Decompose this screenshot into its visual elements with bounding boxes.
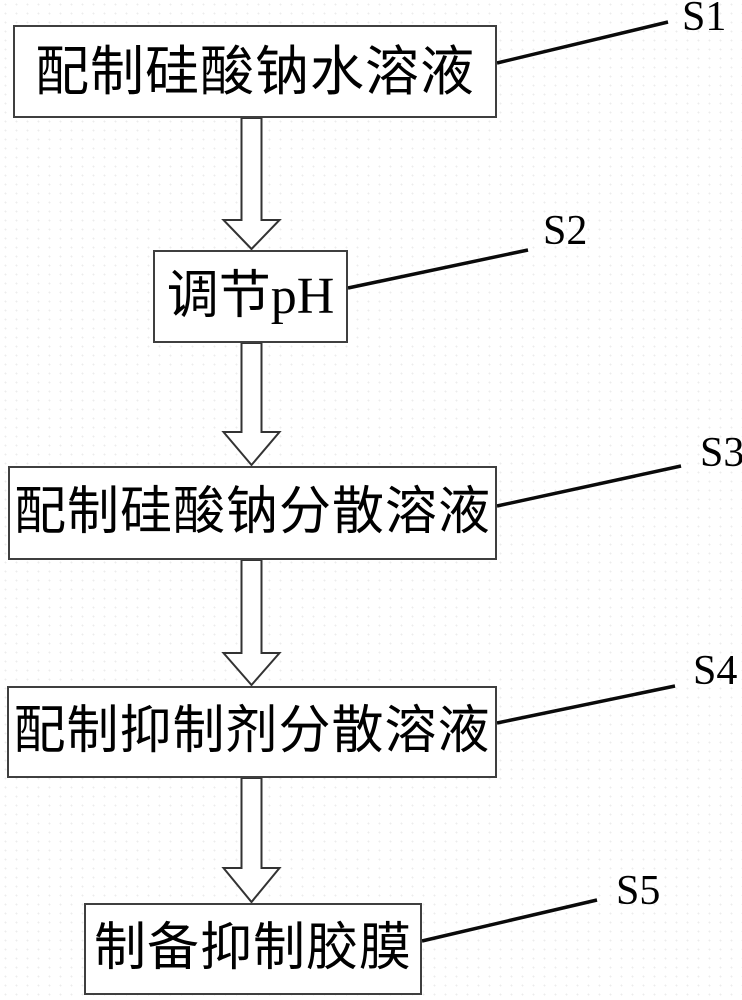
flow-arrow-s3-s4 <box>221 559 282 687</box>
step-label-s4: 配制抑制剂分散溶液 <box>13 703 491 760</box>
step-box-s3: 配制硅酸钠分散溶液 <box>8 466 497 560</box>
step-tag-s1: S1 <box>682 0 727 40</box>
leader-line-s1 <box>496 20 669 65</box>
flow-arrow-s4-s5 <box>221 777 282 904</box>
leader-line-s2 <box>347 248 529 290</box>
flow-arrow-s1-s2 <box>221 117 282 251</box>
step-box-s1: 配制硅酸钠水溶液 <box>13 25 497 118</box>
step-box-s4: 配制抑制剂分散溶液 <box>7 686 497 778</box>
step-tag-s2: S2 <box>543 208 588 254</box>
step-tag-s5: S5 <box>616 868 661 914</box>
leader-line-s4 <box>496 684 676 725</box>
step-box-s2: 调节pH <box>153 250 348 343</box>
step-tag-s3: S3 <box>700 430 742 476</box>
step-label-s3: 配制硅酸钠分散溶液 <box>13 484 491 541</box>
step-label-s2: 调节pH <box>166 267 335 325</box>
step-box-s5: 制备抑制胶膜 <box>84 903 422 995</box>
leader-line-s5 <box>421 898 598 943</box>
step-label-s5: 制备抑制胶膜 <box>93 920 412 977</box>
leader-line-s3 <box>496 464 682 508</box>
step-label-s1: 配制硅酸钠水溶液 <box>35 41 475 102</box>
step-tag-s4: S4 <box>693 648 738 694</box>
flow-arrow-s2-s3 <box>221 342 282 467</box>
